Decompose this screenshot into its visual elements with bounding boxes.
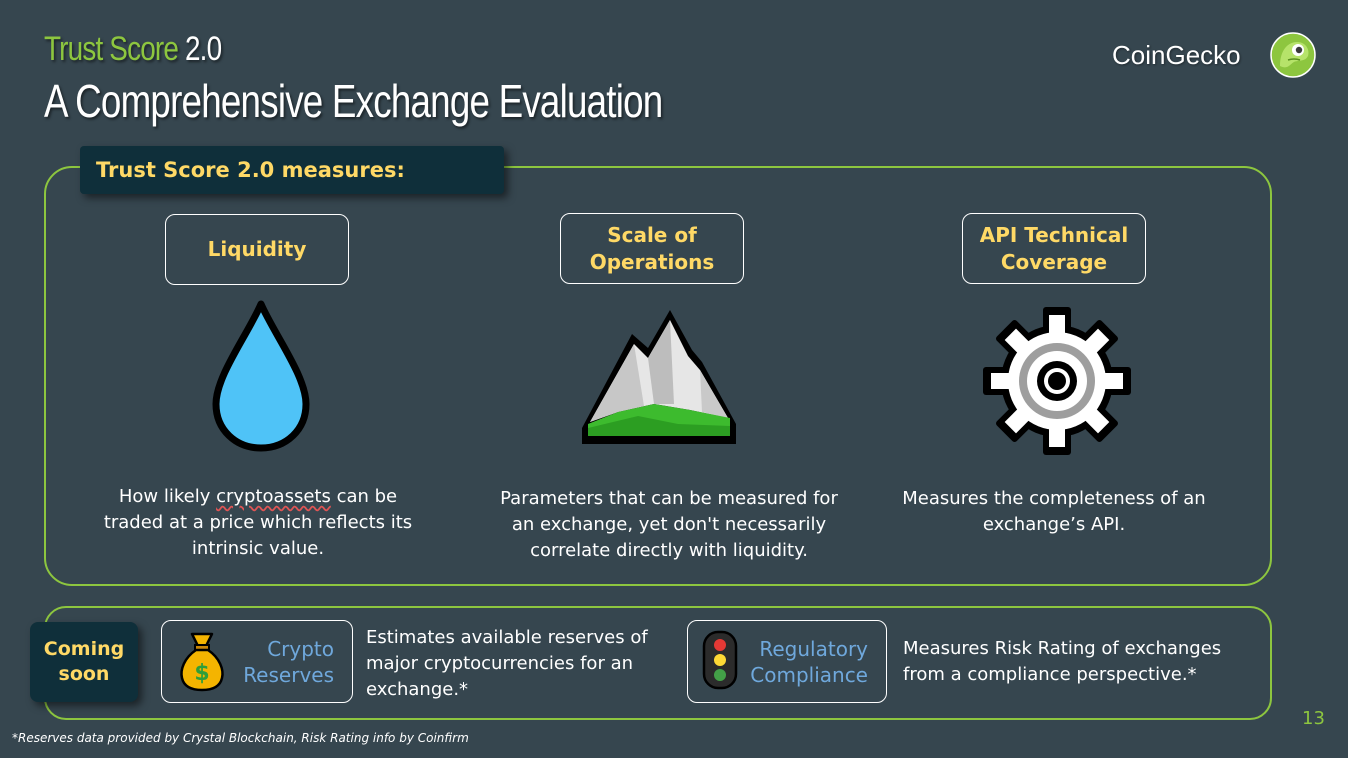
liquidity-label: Liquidity (165, 214, 349, 285)
liquidity-description: How likely cryptoassets can be traded at… (103, 486, 413, 559)
measures-heading: Trust Score 2.0 measures: (80, 146, 504, 194)
measures-panel (44, 166, 1272, 586)
title-version: 2.0 (184, 30, 222, 68)
traffic-light-icon (702, 630, 738, 690)
scale-of-operations-description: Parameters that can be measured for an e… (500, 488, 838, 561)
coingecko-logo-text: CoinGecko (1112, 40, 1241, 70)
regulatory-compliance-card (687, 620, 887, 703)
crypto-reserves-card (161, 620, 353, 703)
page-number: 13 (1302, 708, 1325, 729)
svg-text:$: $ (194, 661, 209, 686)
water-drop-icon (212, 300, 310, 452)
crypto-reserves-label: Crypto Reserves (243, 637, 334, 687)
regulatory-compliance-label: Regulatory Compliance (750, 637, 868, 687)
api-technical-coverage-description: Measures the completeness of an exchange… (902, 488, 1206, 535)
mountain-icon (582, 310, 736, 444)
regulatory-compliance-description: Measures Risk Rating of exchanges from a… (903, 638, 1222, 685)
gear-icon (983, 307, 1131, 455)
spellcheck-flagged-word: cryptoassets (216, 486, 331, 507)
crypto-reserves-description: Estimates available reserves of major cr… (366, 627, 648, 700)
slide-title: Trust Score 2.0 (44, 30, 222, 69)
slide-subtitle: A Comprehensive Exchange Evaluation (44, 75, 663, 127)
gecko-logo-icon (1270, 32, 1316, 78)
money-bag-icon: $ (180, 632, 224, 692)
coming-soon-tag: Coming soon (30, 622, 138, 702)
title-trust-score: Trust Score (44, 30, 179, 68)
scale-of-operations-label: Scale of Operations (560, 213, 744, 284)
footnote: *Reserves data provided by Crystal Block… (12, 731, 469, 745)
api-technical-coverage-label: API Technical Coverage (962, 213, 1146, 284)
